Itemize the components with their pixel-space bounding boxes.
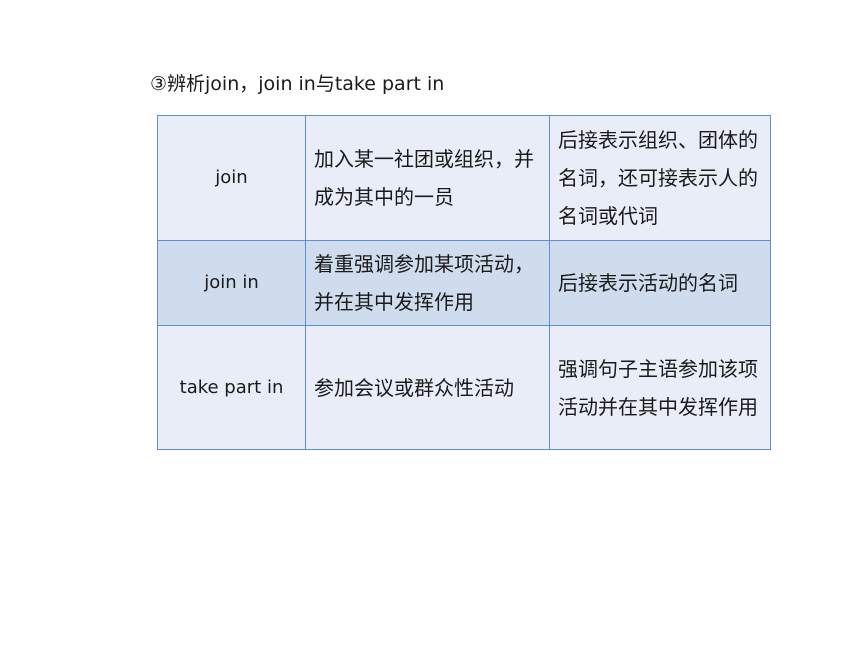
term-cell: take part in xyxy=(157,325,306,450)
usage-cell: 强调句子主语参加该项活动并在其中发挥作用 xyxy=(549,325,771,450)
meaning-cell: 着重强调参加某项活动，并在其中发挥作用 xyxy=(305,240,550,326)
table-row: take part in 参加会议或群众性活动 强调句子主语参加该项活动并在其中… xyxy=(157,325,771,450)
term-cell: join xyxy=(157,115,306,241)
comparison-table: join 加入某一社团或组织，并成为其中的一员 后接表示组织、团体的名词，还可接… xyxy=(157,115,771,450)
usage-cell: 后接表示组织、团体的名词，还可接表示人的名词或代词 xyxy=(549,115,771,241)
table-row: join 加入某一社团或组织，并成为其中的一员 后接表示组织、团体的名词，还可接… xyxy=(157,115,771,241)
section-heading: ③辨析join，join in与take part in xyxy=(150,73,445,95)
usage-cell: 后接表示活动的名词 xyxy=(549,240,771,326)
table-row: join in 着重强调参加某项活动，并在其中发挥作用 后接表示活动的名词 xyxy=(157,240,771,326)
meaning-cell: 加入某一社团或组织，并成为其中的一员 xyxy=(305,115,550,241)
term-cell: join in xyxy=(157,240,306,326)
meaning-cell: 参加会议或群众性活动 xyxy=(305,325,550,450)
